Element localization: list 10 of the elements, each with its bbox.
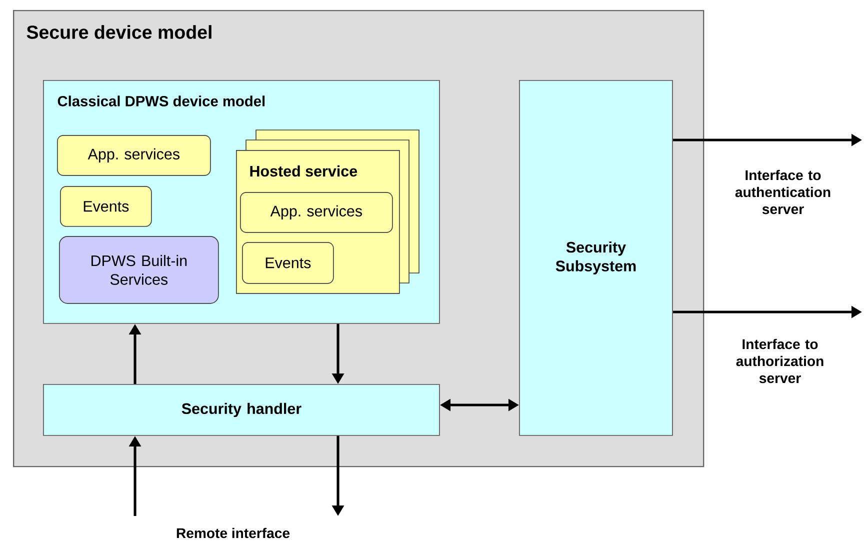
service-box: App. services — [57, 135, 211, 176]
edge-label: Interface to authorization server — [736, 338, 824, 384]
service-box: Events — [242, 242, 334, 284]
process-box: Security Subsystem — [519, 80, 673, 436]
service-box: Events — [60, 186, 152, 227]
service-box: App. services — [240, 192, 393, 233]
edge-label: Interface to authentication server — [735, 170, 830, 214]
service-box: DPWS Built-in Services — [59, 236, 219, 304]
interface-label: Remote interface — [176, 528, 290, 538]
process-box: Security handler — [43, 384, 440, 436]
